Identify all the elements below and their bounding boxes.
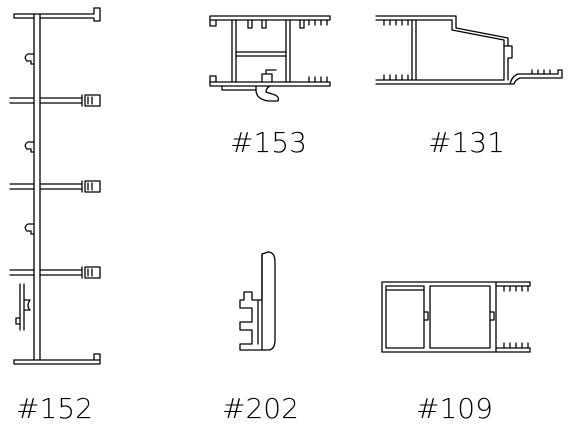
profile-202-drawing [239, 251, 276, 351]
profile-109-label: #109 [416, 392, 493, 425]
profile-152-label: #152 [16, 392, 93, 425]
profile-152-drawing [9, 7, 101, 365]
profile-153-label: #153 [230, 126, 307, 159]
profile-131-label: #131 [428, 126, 505, 159]
profile-153-drawing [209, 15, 331, 102]
profile-202-label: #202 [222, 392, 299, 425]
profile-109-drawing [381, 281, 531, 353]
profile-131-drawing [375, 15, 563, 85]
